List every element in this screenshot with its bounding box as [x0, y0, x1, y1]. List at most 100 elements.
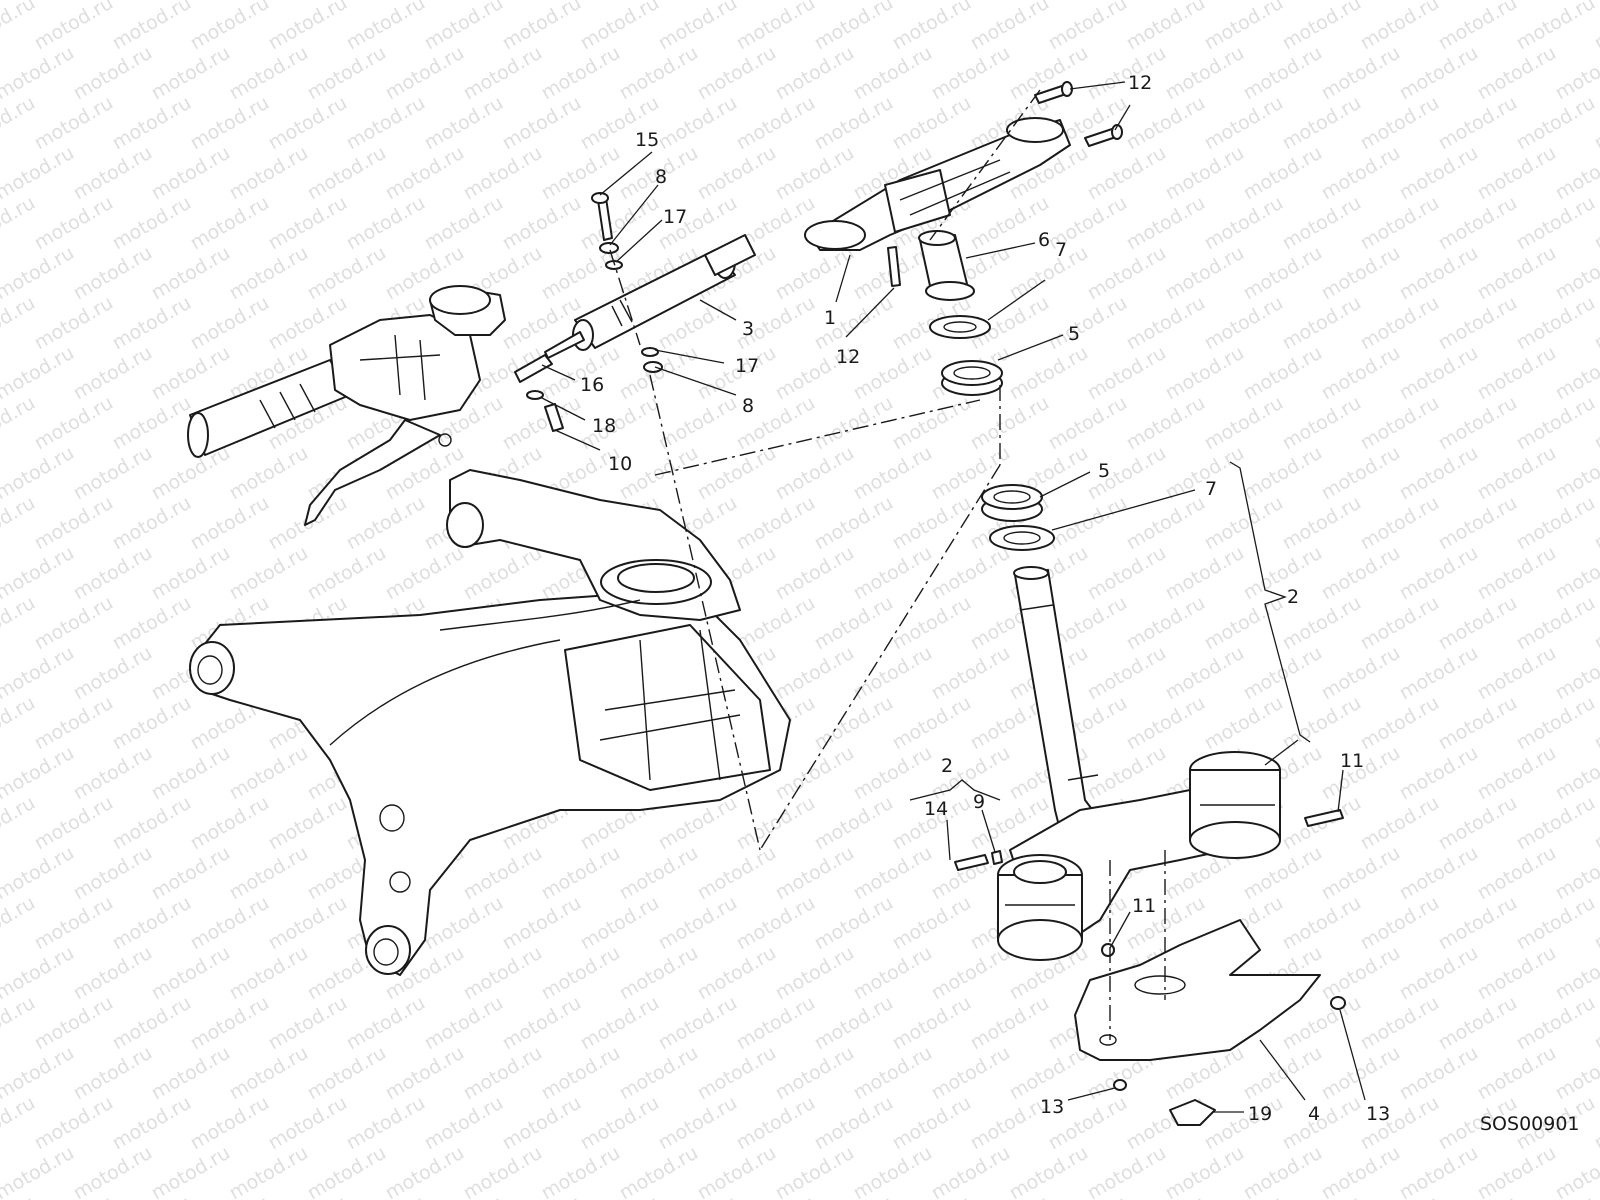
- watermark-text: motod.ru: [304, 242, 390, 305]
- watermark-text: motod.ru: [1513, 592, 1599, 655]
- upper-triple-clamp: [804, 117, 1071, 251]
- watermark-text: motod.ru: [1318, 342, 1404, 405]
- watermark-text: motod.ru: [694, 942, 780, 1005]
- watermark-text: motod.ru: [1123, 392, 1209, 455]
- watermark-text: motod.ru: [1357, 892, 1443, 955]
- watermark-text: motod.ru: [1084, 742, 1170, 805]
- watermark-text: motod.ru: [694, 1142, 780, 1200]
- watermark-text: motod.ru: [499, 892, 585, 955]
- watermark-text: motod.ru: [1552, 142, 1600, 205]
- drawing-code: SOS00901: [1480, 1113, 1580, 1135]
- upper-bearing-stack: [918, 230, 1003, 396]
- watermark-text: motod.ru: [70, 142, 156, 205]
- watermark-text: motod.ru: [1396, 842, 1482, 905]
- watermark-text: motod.ru: [148, 1142, 234, 1200]
- watermark-text: motod.ru: [1318, 442, 1404, 505]
- lower-fasteners: [954, 809, 1346, 1091]
- watermark-text: motod.ru: [1474, 942, 1560, 1005]
- steering-damper: [544, 234, 756, 359]
- watermark-text: motod.ru: [850, 742, 936, 805]
- callout-17-top: 17: [663, 206, 687, 228]
- watermark-text: motod.ru: [1552, 242, 1600, 305]
- watermark-text: motod.ru: [1162, 1142, 1248, 1200]
- watermark-text: motod.ru: [109, 692, 195, 755]
- watermark-text: motod.ru: [1396, 942, 1482, 1005]
- watermark-text: motod.ru: [1201, 1092, 1287, 1155]
- watermark-text: motod.ru: [265, 0, 351, 54]
- lower-cover-plate: [1074, 919, 1321, 1126]
- watermark-text: motod.ru: [1318, 1142, 1404, 1200]
- watermark-text: motod.ru: [967, 0, 1053, 54]
- watermark-text: motod.ru: [460, 942, 546, 1005]
- watermark-text: motod.ru: [1084, 442, 1170, 505]
- watermark-text: motod.ru: [226, 542, 312, 605]
- watermark-text: motod.ru: [1513, 292, 1599, 355]
- watermark-text: motod.ru: [1162, 542, 1248, 605]
- watermark-text: motod.ru: [694, 142, 780, 205]
- leader-lines: [539, 81, 1366, 1113]
- callout-4: 4: [1308, 1103, 1320, 1125]
- watermark-text: motod.ru: [850, 1042, 936, 1105]
- brace-item-2: [909, 461, 1311, 801]
- watermark-text: motod.ru: [31, 292, 117, 355]
- watermark-text: motod.ru: [343, 992, 429, 1055]
- callout-12-top: 12: [1128, 72, 1152, 94]
- watermark-text: motod.ru: [1318, 1042, 1404, 1105]
- watermark-text: motod.ru: [421, 1092, 507, 1155]
- callout-16: 16: [580, 374, 604, 396]
- watermark-text: motod.ru: [811, 92, 897, 155]
- watermark-text: motod.ru: [733, 592, 819, 655]
- watermark-text: motod.ru: [811, 1092, 897, 1155]
- watermark-text: motod.ru: [850, 42, 936, 105]
- watermark-text: motod.ru: [655, 92, 741, 155]
- watermark-text: motod.ru: [1435, 0, 1521, 54]
- watermark-text: motod.ru: [1357, 392, 1443, 455]
- watermark-text: motod.ru: [889, 992, 975, 1055]
- watermark-text: motod.ru: [1240, 242, 1326, 305]
- watermark-text: motod.ru: [265, 792, 351, 855]
- watermark-text: motod.ru: [148, 242, 234, 305]
- watermark-text: motod.ru: [655, 992, 741, 1055]
- watermark-text: motod.ru: [1552, 1142, 1600, 1200]
- watermark-text: motod.ru: [499, 192, 585, 255]
- watermark-text: motod.ru: [811, 592, 897, 655]
- watermark-text: motod.ru: [460, 1142, 546, 1200]
- watermark-text: motod.ru: [31, 0, 117, 54]
- watermark-text: motod.ru: [187, 792, 273, 855]
- watermark-text: motod.ru: [1201, 292, 1287, 355]
- callout-13-right: 13: [1366, 1103, 1390, 1125]
- watermark-text: motod.ru: [343, 1092, 429, 1155]
- watermark-text: motod.ru: [1513, 992, 1599, 1055]
- watermark-text: motod.ru: [772, 842, 858, 905]
- watermark-text: motod.ru: [148, 542, 234, 605]
- watermark-text: motod.ru: [694, 442, 780, 505]
- watermark-text: motod.ru: [1435, 992, 1521, 1055]
- watermark-text: motod.ru: [148, 842, 234, 905]
- watermark-text: motod.ru: [772, 942, 858, 1005]
- handlebar-lever-assembly: [187, 285, 506, 526]
- watermark-text: motod.ru: [148, 942, 234, 1005]
- watermark-text: motod.ru: [1435, 592, 1521, 655]
- watermark-text: motod.ru: [733, 0, 819, 54]
- callout-3: 3: [742, 318, 754, 340]
- watermark-text: motod.ru: [1318, 842, 1404, 905]
- watermark-text: motod.ru: [187, 192, 273, 255]
- watermark-text: motod.ru: [1513, 892, 1599, 955]
- watermark-text: motod.ru: [226, 842, 312, 905]
- watermark-text: motod.ru: [850, 1142, 936, 1200]
- watermark-text: motod.ru: [109, 992, 195, 1055]
- watermark-text: motod.ru: [1279, 292, 1365, 355]
- watermark-text: motod.ru: [733, 892, 819, 955]
- watermark-text: motod.ru: [1474, 442, 1560, 505]
- callout-10: 10: [608, 453, 632, 475]
- watermark-text: motod.ru: [1318, 242, 1404, 305]
- watermark-text: motod.ru: [733, 1092, 819, 1155]
- watermark-text: motod.ru: [850, 342, 936, 405]
- watermark-text: motod.ru: [1084, 142, 1170, 205]
- watermark-text: motod.ru: [1552, 542, 1600, 605]
- watermark-text: motod.ru: [577, 992, 663, 1055]
- watermark-text: motod.ru: [226, 242, 312, 305]
- watermark-text: motod.ru: [421, 92, 507, 155]
- watermark-text: motod.ru: [31, 892, 117, 955]
- watermark-text: motod.ru: [1435, 292, 1521, 355]
